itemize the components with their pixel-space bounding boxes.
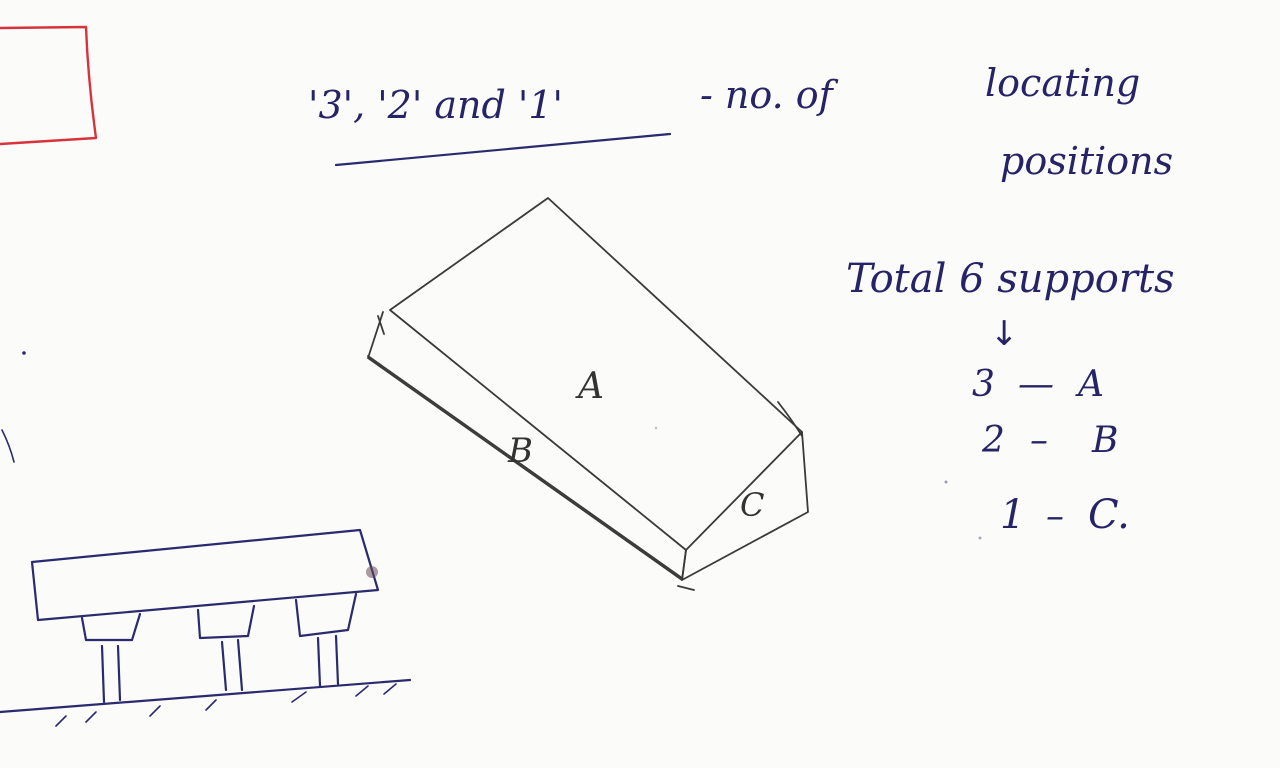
support-pin-2 xyxy=(220,638,244,692)
heading-quoted-numbers: '3', '2' and '1' xyxy=(308,83,563,127)
workpiece-block: A B C xyxy=(367,197,809,591)
down-arrow-icon: ↓ xyxy=(990,314,1019,354)
plate-on-supports xyxy=(0,528,412,727)
support-pin-1 xyxy=(100,644,122,704)
face-label-a: A xyxy=(575,366,604,407)
row-3-dash: – xyxy=(1046,496,1064,537)
ground-hatching xyxy=(55,683,397,727)
red-rectangle-fragment xyxy=(0,25,98,146)
row-2-count: 2 xyxy=(981,420,1005,461)
support-pad-3 xyxy=(294,592,358,638)
row-3-face: C. xyxy=(1088,492,1130,538)
face-label-b: B xyxy=(507,431,533,471)
stray-dot xyxy=(22,351,26,355)
heading-middle: - no. of xyxy=(700,73,839,117)
row-3-count: 1 xyxy=(1000,492,1025,538)
row-1-face: A xyxy=(1075,364,1104,405)
row-2-face: B xyxy=(1091,420,1118,461)
support-pad-1 xyxy=(80,612,142,642)
ground-line xyxy=(0,678,412,714)
row-1-count: 3 xyxy=(972,364,995,405)
row-1-dash: — xyxy=(1018,364,1054,405)
block-front-edge xyxy=(367,355,683,579)
face-label-c: C xyxy=(740,486,764,524)
support-pin-3 xyxy=(316,634,340,688)
heading-positions: positions xyxy=(1000,139,1173,183)
heading-underline xyxy=(334,132,672,167)
block-face-c xyxy=(681,431,809,581)
speck xyxy=(978,536,982,540)
total-supports-label: Total 6 supports xyxy=(846,256,1175,302)
support-summary: Total 6 supports ↓ 3 — A 2 – B 1 – C. xyxy=(846,256,1175,538)
smudge xyxy=(366,566,378,578)
speck xyxy=(944,480,948,484)
plate xyxy=(30,528,380,622)
row-2-dash: – xyxy=(1030,420,1048,461)
block-bottom-tick xyxy=(677,585,695,591)
speck xyxy=(654,426,658,430)
block-left-tick xyxy=(377,315,385,335)
stray-mark xyxy=(1,429,15,463)
heading: '3', '2' and '1' - no. of locating posit… xyxy=(308,61,1173,183)
block-corner-mark xyxy=(777,401,803,437)
support-pad-2 xyxy=(196,604,256,640)
heading-locating: locating xyxy=(985,61,1140,105)
